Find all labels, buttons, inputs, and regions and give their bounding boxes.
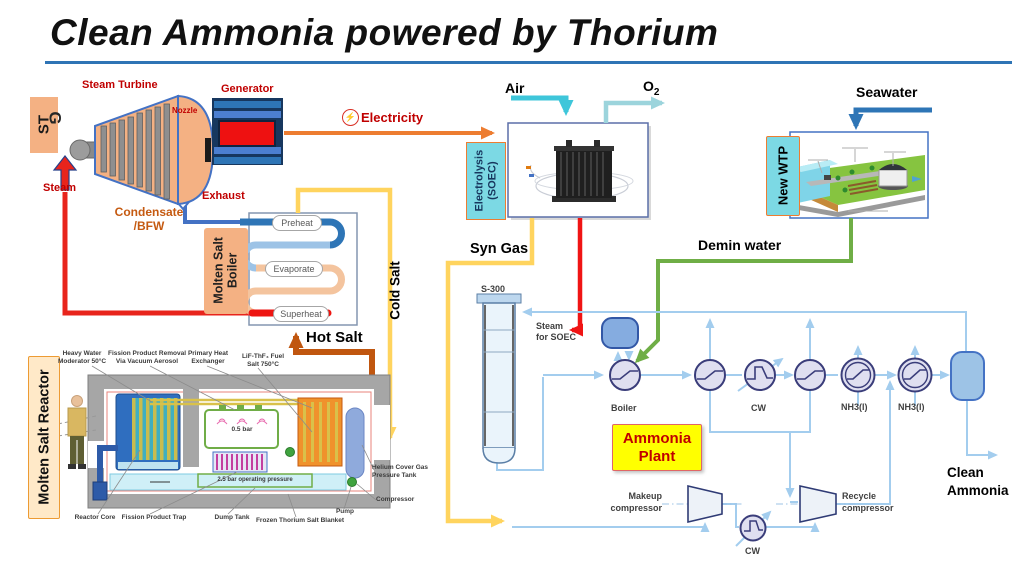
boiler-exchanger [609,359,641,391]
nh3-label-2: NH3(l) [898,402,925,412]
evaporate-label: Evaporate [265,261,323,277]
lightning-icon: ⚡ [342,109,359,126]
seawater-label: Seawater [856,84,918,100]
o2-base: O [643,78,654,94]
g-label: G [45,111,65,125]
recycle-line2: compressor [842,502,894,513]
reactor-illustration [57,365,391,518]
electricity-label: Electricity [361,110,424,125]
pump-label: Pump [335,508,355,515]
makeup-line1: Makeup [628,491,662,501]
nh3-exchanger-2 [897,357,933,393]
makeup-line2: compressor [610,502,662,513]
s300-label: S-300 [481,284,506,294]
wtp-box [789,131,929,219]
ammonia-plant-line1: Ammonia [622,430,692,448]
cw-bottom-exchanger [739,514,767,542]
exchanger-symbols [609,357,933,542]
heavy-water-label: Heavy Water Moderator 50°C [57,350,107,365]
recycle-compressor-symbol [799,485,837,523]
electricity-label-group: ⚡ Electricity [342,109,423,126]
ammonia-plant-box: Ammonia Plant [612,424,702,471]
frozen-blanket-label: Frozen Thorium Salt Blanket [255,517,345,524]
steam-for-soec-line1: Steam [536,321,564,331]
steam-turbine-graphic [69,94,215,206]
msr-label-box: Molten Salt Reactor [28,356,60,519]
cw-bottom-label: CW [745,546,760,556]
separator-vessel [950,351,985,401]
air-label: Air [505,80,525,96]
msr-label: Molten Salt Reactor [36,368,53,505]
air-line [511,95,574,116]
cw-label: CW [751,403,766,413]
soec-label: Electrolysis (SOEC) [473,149,498,212]
ammonia-plant-line2: Plant [638,447,676,465]
cold-salt-label-box: Cold Salt [384,256,406,326]
soec-box [507,122,651,220]
nh3-exchanger-1 [840,357,876,393]
person-figure [67,395,87,469]
bar25-label: 2.5 bar operating pressure [217,477,293,483]
s300-column [476,293,522,464]
dump-tank-label: Dump Tank [214,514,250,521]
syn-gas-line [445,218,535,528]
soec-label-box: Electrolysis (SOEC) [466,142,506,220]
superheat-label: Superheat [273,306,329,322]
generator-graphic [212,98,283,165]
steam-label: Steam [43,182,77,194]
condensate-line1: Condensate [114,205,184,219]
exchanger-4 [794,359,826,391]
molten-salt-boiler-label-box: Molten Salt Boiler [204,228,248,314]
molten-salt-boiler-label: Molten Salt Boiler [211,237,240,304]
clean-line1: Clean [947,465,984,480]
o2-sub: 2 [653,86,660,98]
makeup-compressor-label: Makeup compressor [598,491,662,514]
fission-removal-label: Fission Product Removal Via Vacuum Aeros… [107,350,187,365]
steam-turbine-label: Steam Turbine [82,79,158,91]
page-title: Clean Ammonia powered by Thorium [50,12,719,53]
syn-gas-label: Syn Gas [470,241,529,257]
wtp-label-box: New WTP [766,136,800,216]
clean-ammonia-label: Clean Ammonia [947,464,1009,500]
recycle-compressor-label: Recycle compressor [842,491,906,514]
demin-water-line [634,218,853,364]
condensate-line2: /BFW [133,219,165,234]
steam-drum [601,317,639,349]
fuel-salt-label: LiF-ThF₄ Fuel Salt 750°C [241,353,285,368]
flowsheet-lines [496,307,998,547]
nozzle-label: Nozzle [172,106,198,115]
seawater-line [848,107,932,130]
makeup-compressor-symbol [687,484,723,524]
steam-for-soec-label: Steam for SOEC [536,321,576,344]
o2-line [603,96,665,123]
steam-for-soec-line2: for SOEC [536,332,577,343]
preheat-label: Preheat [272,215,322,231]
o2-label: O2 [643,78,659,98]
exhaust-label: Exhaust [202,190,245,202]
title-underline [45,61,1012,64]
recycle-line1: Recycle [842,491,877,501]
clean-line2: Ammonia [947,483,1009,499]
demin-water-label: Demin water [698,237,782,253]
compressor-label: Compressor [376,496,415,503]
reactor-core-label: Reactor Core [74,514,116,521]
cw-exchanger [744,359,776,391]
fission-trap-label: Fission Product Trap [121,514,187,521]
helium-tank-label: Helium Cover Gas Pressure Tank [372,464,428,479]
wtp-label: New WTP [775,145,791,206]
steam-block-arrow [52,155,78,191]
cold-salt-label: Cold Salt [387,261,403,320]
steam-for-soec-line [569,218,583,337]
st-box: ST [30,97,58,153]
condensate-label: Condensate /BFW [112,205,186,234]
nh3-label-1: NH3(l) [841,402,868,412]
steam-loop-pipe [52,155,252,316]
exchanger-2 [694,359,726,391]
primary-hx-label: Primary Heat Exchanger [187,350,229,365]
bar05-label: 0.5 bar [231,426,253,433]
generator-label: Generator [221,83,274,95]
boiler-hx-label: Boiler [611,403,637,413]
hot-salt-label: Hot Salt [306,329,363,346]
